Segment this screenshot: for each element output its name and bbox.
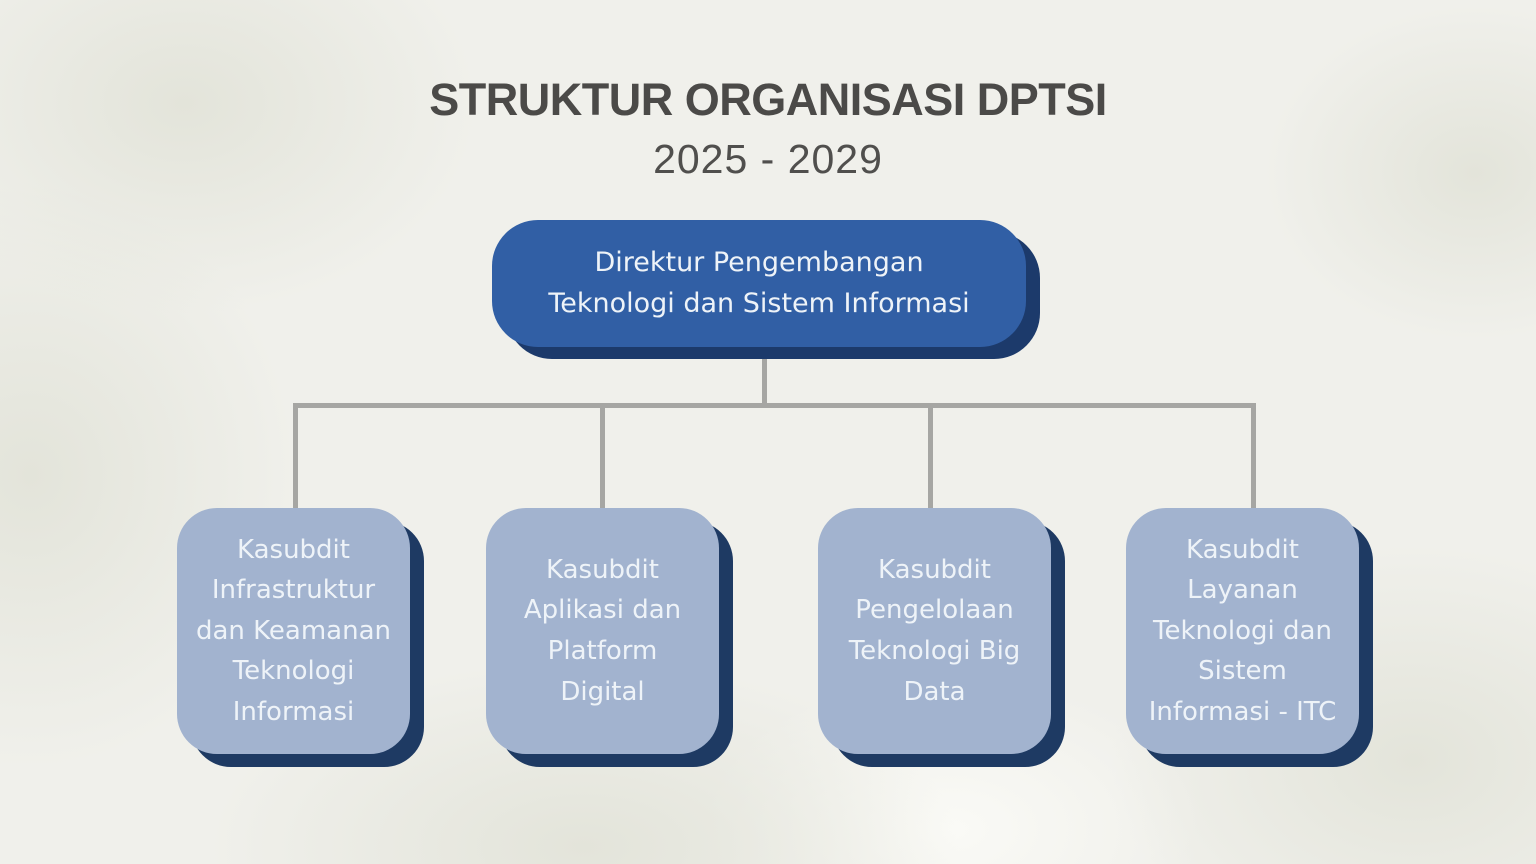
- page-subtitle: 2025 - 2029: [653, 136, 883, 182]
- connector-horizontal-bar: [293, 403, 1256, 408]
- org-node-kasubdit-infrastruktur: Kasubdit Infrastruktur dan Keamanan Tekn…: [177, 508, 410, 754]
- org-node-label: Kasubdit Pengelolaan Teknologi Big Data: [848, 554, 1021, 707]
- org-node-direktur-label: Direktur Pengembangan Teknologi dan Sist…: [548, 247, 970, 319]
- org-node-kasubdit-layanan: Kasubdit Layanan Teknologi dan Sistem In…: [1126, 508, 1359, 754]
- org-node-kasubdit-aplikasi: Kasubdit Aplikasi dan Platform Digital: [486, 508, 719, 754]
- connector-drop-bigdata: [928, 403, 933, 510]
- connector-root-stem: [762, 340, 767, 405]
- org-node-label: Kasubdit Infrastruktur dan Keamanan Tekn…: [195, 534, 391, 727]
- org-node-label: Kasubdit Layanan Teknologi dan Sistem In…: [1148, 534, 1337, 727]
- connector-drop-layanan: [1251, 403, 1256, 510]
- page-title: STRUKTUR ORGANISASI DPTSI: [429, 74, 1107, 125]
- org-node-kasubdit-bigdata: Kasubdit Pengelolaan Teknologi Big Data: [818, 508, 1051, 754]
- slide-header: STRUKTUR ORGANISASI DPTSI 2025 - 2029: [0, 0, 1536, 183]
- connector-drop-infrastruktur: [293, 403, 298, 510]
- org-node-direktur: Direktur Pengembangan Teknologi dan Sist…: [492, 220, 1026, 347]
- connector-drop-aplikasi: [600, 403, 605, 510]
- org-node-label: Kasubdit Aplikasi dan Platform Digital: [523, 554, 682, 707]
